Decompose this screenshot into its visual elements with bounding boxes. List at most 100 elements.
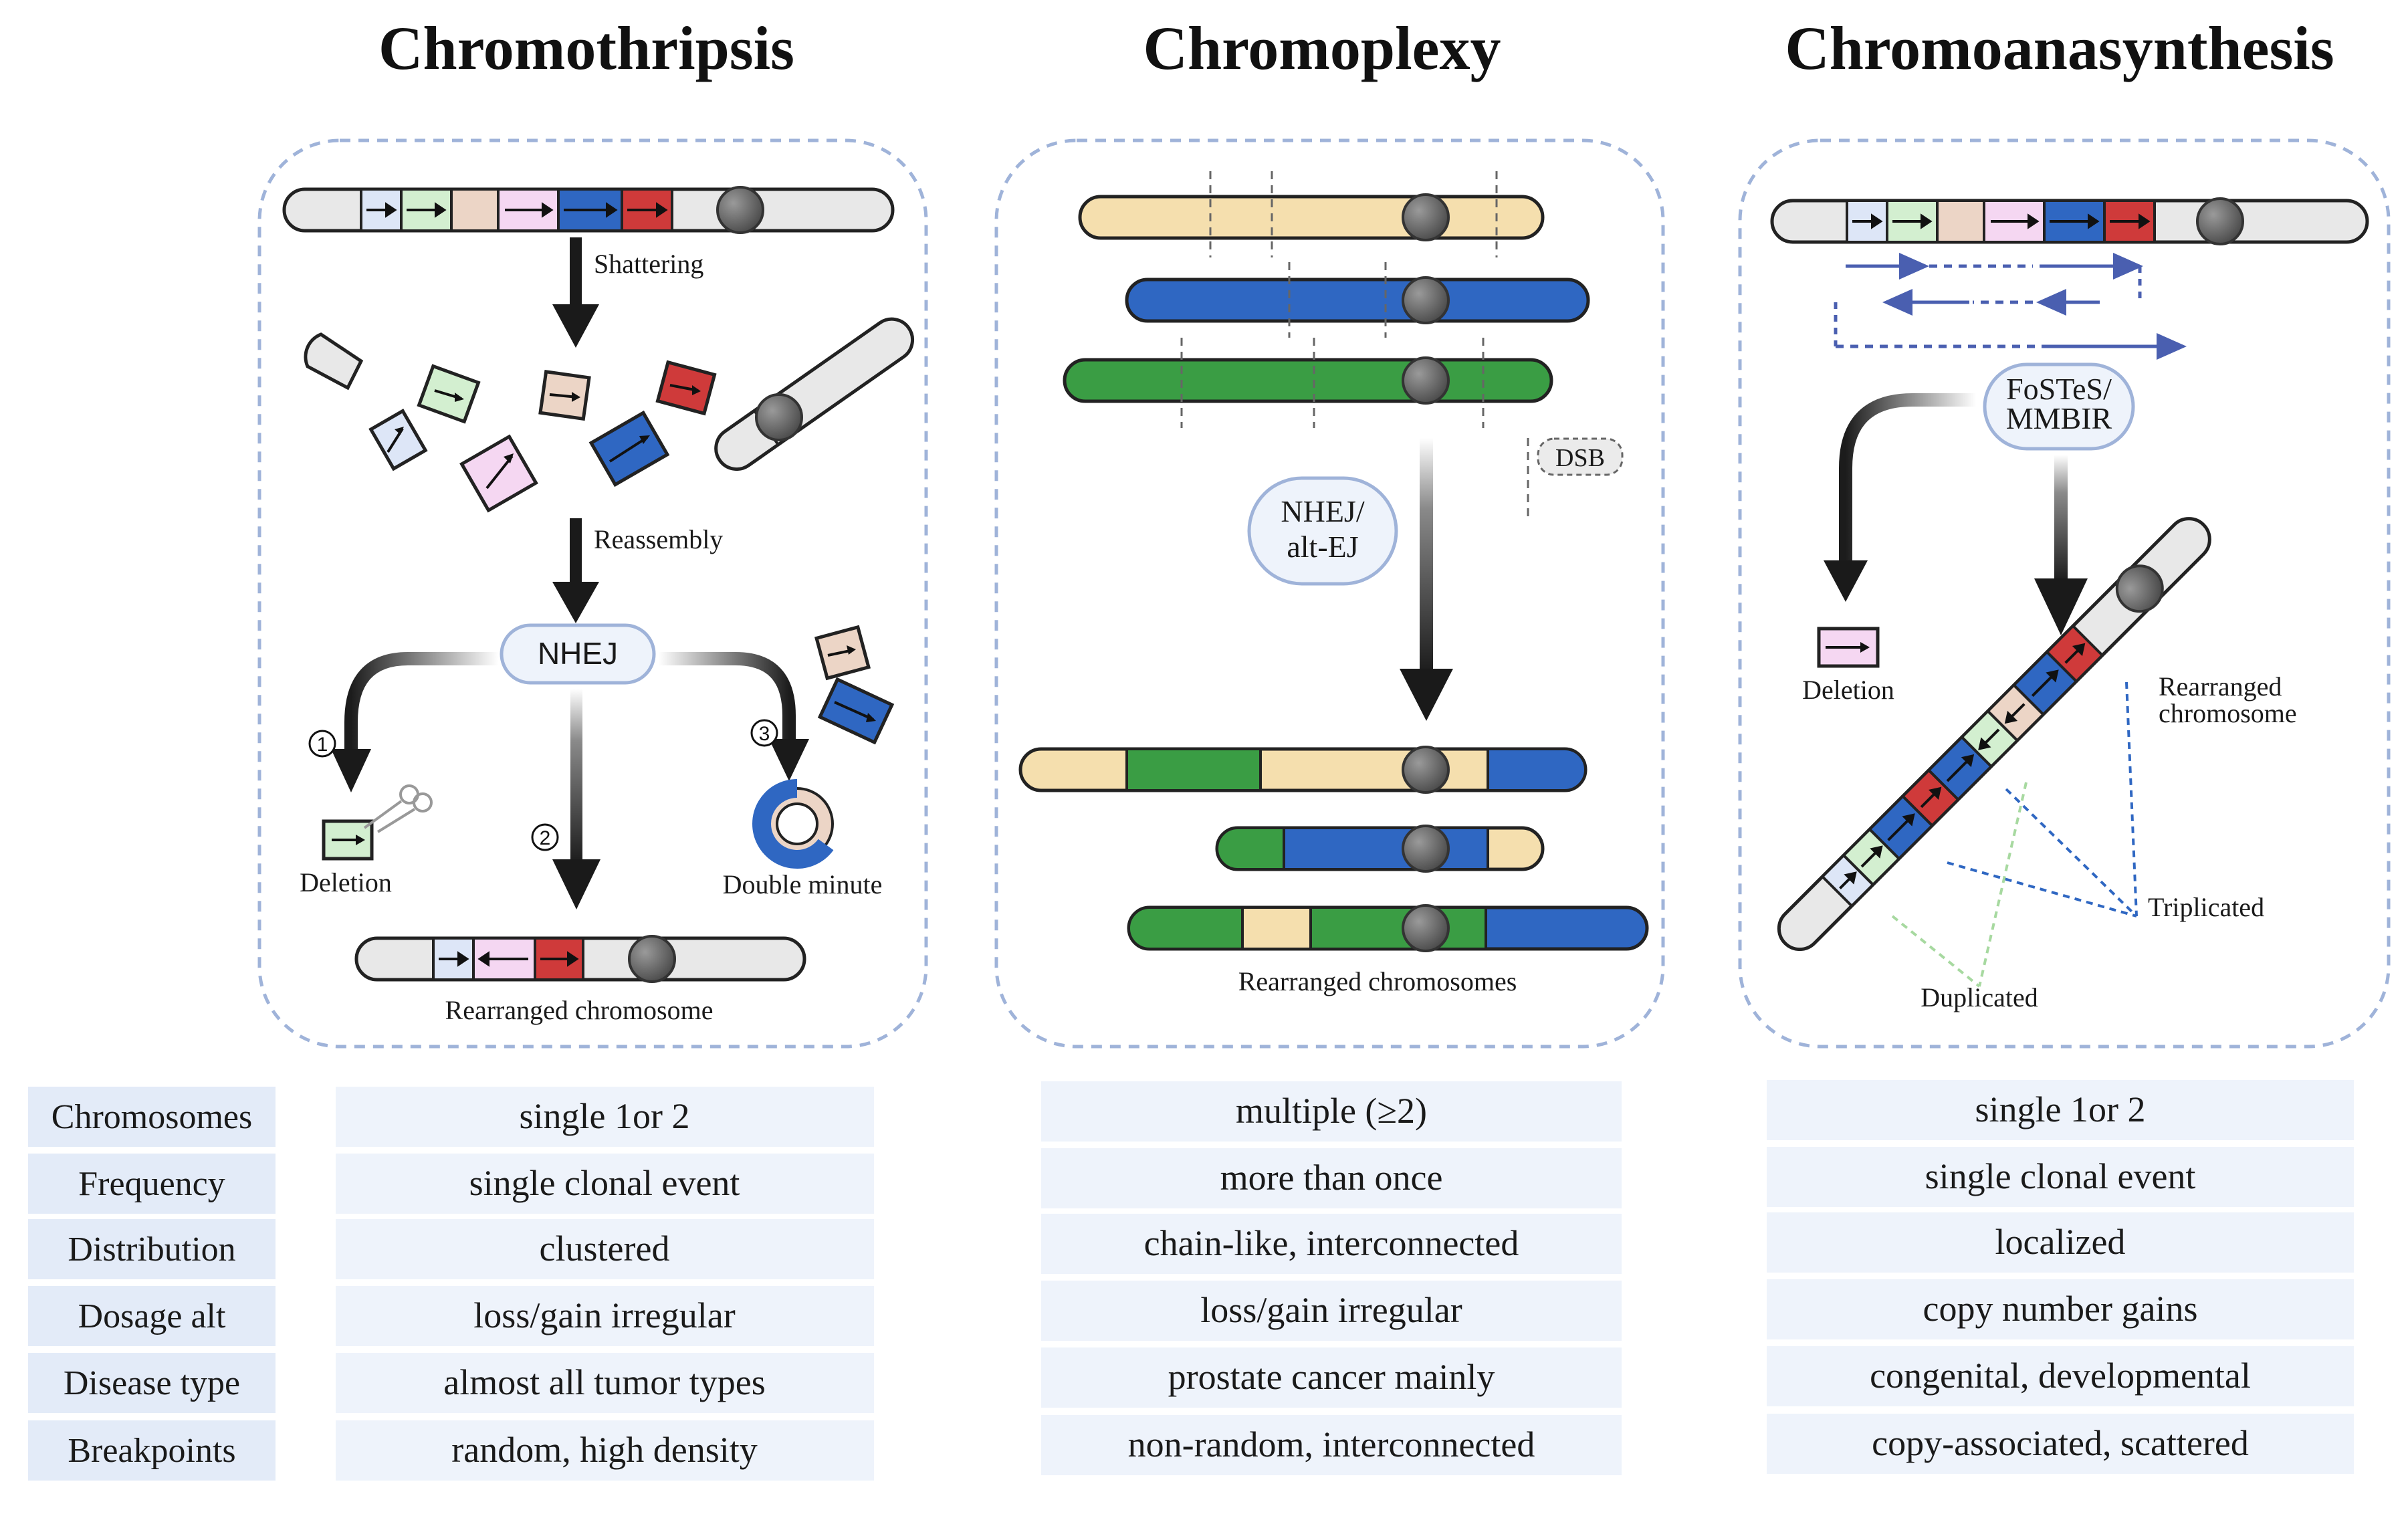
svg-text:3: 3: [759, 723, 770, 745]
table-cell-bg: [336, 1420, 874, 1481]
table-cell-bg: [1767, 1147, 2354, 1207]
double-minute-ring: [752, 779, 834, 869]
table-cell-bg: [336, 1219, 874, 1279]
chromoanasynthesis-result-label-1: Rearranged: [2159, 671, 2282, 701]
shattering-label: Shattering: [594, 249, 703, 279]
table-cell-bg: [1767, 1080, 2354, 1140]
circled-number-2: 2: [531, 823, 559, 851]
chromothripsis-top-chromosome: [282, 186, 895, 234]
panel-chromoplexy: [994, 138, 1665, 1049]
table-cell-bg: [336, 1353, 874, 1413]
row-header-bg: [28, 1154, 276, 1214]
table-cell-chromoplexy: chain-like, interconnected: [1144, 1223, 1519, 1263]
dsb-label: DSB: [1555, 444, 1605, 472]
fostes-mmbir-pill: FoSTeS/ MMBIR: [1983, 362, 2135, 451]
row-header-disease-type: Disease type: [64, 1364, 240, 1402]
table-cell-bg: [1767, 1346, 2354, 1406]
table-cell-chromothripsis: single 1or 2: [520, 1096, 690, 1136]
table-cell-chromothripsis: clustered: [540, 1228, 670, 1269]
template-switching-arrows: [1834, 253, 2187, 360]
svg-text:NHEJ/: NHEJ/: [1281, 494, 1364, 528]
chromoplexy-result-label: Rearranged chromosomes: [1238, 966, 1517, 996]
table-cell-chromothripsis: single clonal event: [469, 1163, 740, 1203]
chromoplexy-main-arrow: [1420, 438, 1433, 672]
table-cell-bg: [1041, 1081, 1622, 1142]
row-header-distribution: Distribution: [68, 1230, 235, 1269]
svg-text:MMBIR: MMBIR: [2006, 401, 2112, 435]
title-chromothripsis: Chromothripsis: [378, 14, 794, 82]
table-cell-bg: [1041, 1415, 1622, 1475]
table-cell-chromothripsis: loss/gain irregular: [473, 1295, 735, 1335]
circled-number-1: 1: [308, 730, 336, 758]
row-header-breakpoints: Breakpoints: [68, 1432, 235, 1470]
chromoanasynthesis-top-chromosome: [1770, 197, 2369, 245]
chromoplexy-input-chromosomes: [1063, 193, 1590, 405]
chromoanasynthesis-deletion-label: Deletion: [1802, 675, 1894, 705]
table-cell-bg: [1041, 1214, 1622, 1274]
double-minute-fragments: [814, 625, 895, 745]
duplicated-label: Duplicated: [1921, 982, 2038, 1012]
table-cell-bg: [1041, 1281, 1622, 1341]
chromoanasynthesis-main-arrow: [2054, 455, 2068, 582]
deletion-label: Deletion: [300, 867, 392, 897]
svg-text:1: 1: [317, 734, 328, 756]
reassembly-label: Reassembly: [594, 524, 723, 554]
table-cell-bg: [336, 1286, 874, 1346]
table-cell-bg: [1041, 1148, 1622, 1208]
table-cell-chromoanasynthesis: copy number gains: [1923, 1289, 2198, 1329]
circled-number-3: 3: [750, 719, 778, 747]
panel-chromothripsis: [257, 138, 928, 1049]
triplicated-label: Triplicated: [2148, 892, 2264, 922]
row-header-chromosomes: Chromosomes: [51, 1098, 252, 1136]
shattering-arrow: [552, 237, 599, 348]
table-cell-chromothripsis: random, high density: [451, 1430, 757, 1470]
svg-text:FoSTeS/: FoSTeS/: [2006, 372, 2112, 406]
table-cell-bg: [1041, 1347, 1622, 1408]
title-chromoanasynthesis: Chromoanasynthesis: [1785, 14, 2334, 82]
row-header-dosage-alt: Dosage alt: [78, 1297, 226, 1335]
double-minute-label: Double minute: [723, 869, 883, 899]
table-row: Distribution clustered chain-like, interco…: [28, 1212, 2354, 1279]
table-cell-chromoplexy: non-random, interconnected: [1128, 1424, 1535, 1465]
copy-number-indicator-lines: [1891, 681, 2138, 988]
dsb-breakpoint-lines: [1180, 171, 1529, 520]
row-header-bg: [28, 1353, 276, 1413]
outcome2-arrow: [570, 689, 582, 863]
table-cell-chromoanasynthesis: single 1or 2: [1975, 1089, 2146, 1129]
table-cell-chromoanasynthesis: copy-associated, scattered: [1872, 1423, 2249, 1463]
table-row: Breakpoints random, high density non-rando…: [28, 1414, 2354, 1481]
dsb-tag: DSB: [1537, 437, 1624, 476]
nhej-label: NHEJ: [538, 636, 618, 671]
table-row: Dosage alt loss/gain irregular loss/gain i…: [28, 1279, 2354, 1346]
row-header-bg: [28, 1286, 276, 1346]
title-chromoplexy: Chromoplexy: [1143, 14, 1501, 82]
table-cell-chromoanasynthesis: localized: [1995, 1222, 2126, 1262]
svg-text:2: 2: [540, 827, 551, 849]
table-cell-chromothripsis: almost all tumor types: [443, 1362, 765, 1402]
panel-chromoanasynthesis: [1738, 138, 2391, 1049]
outcome1-arrow: [344, 652, 498, 752]
table-cell-bg: [1767, 1414, 2354, 1474]
deletion-fragment: [322, 819, 374, 861]
chromoanasynthesis-deletion-fragment: [1817, 627, 1880, 668]
table-cell-bg: [1767, 1212, 2354, 1273]
nhej-pill: NHEJ: [500, 623, 656, 685]
chromoanasynthesis-result-label-2: chromosome: [2159, 698, 2297, 728]
table-cell-bg: [1767, 1279, 2354, 1339]
chromoplexy-rearranged-chromosomes: [1018, 746, 1649, 952]
table-row: Chromosomes single 1or 2 multiple (≥2) sing…: [28, 1080, 2354, 1147]
nhej-alt-ej-pill: NHEJ/ alt-EJ: [1247, 476, 1398, 586]
shattered-fragments: [304, 317, 915, 513]
chromothripsis-rearranged-chromosome: [354, 935, 806, 983]
chromoanasynthesis-deletion-arrow: [1839, 393, 1976, 562]
chromoanasynthesis-rearranged-chromosome: [1777, 517, 2211, 952]
row-header-bg: [28, 1219, 276, 1279]
chromothripsis-result-label: Rearranged chromosome: [445, 995, 714, 1025]
table-cell-chromoplexy: prostate cancer mainly: [1168, 1357, 1495, 1397]
scissors-icon: [363, 784, 433, 833]
table-cell-chromoplexy: loss/gain irregular: [1200, 1290, 1462, 1330]
table-cell-chromoplexy: multiple (≥2): [1236, 1091, 1427, 1131]
table-cell-chromoanasynthesis: single clonal event: [1925, 1156, 2196, 1196]
